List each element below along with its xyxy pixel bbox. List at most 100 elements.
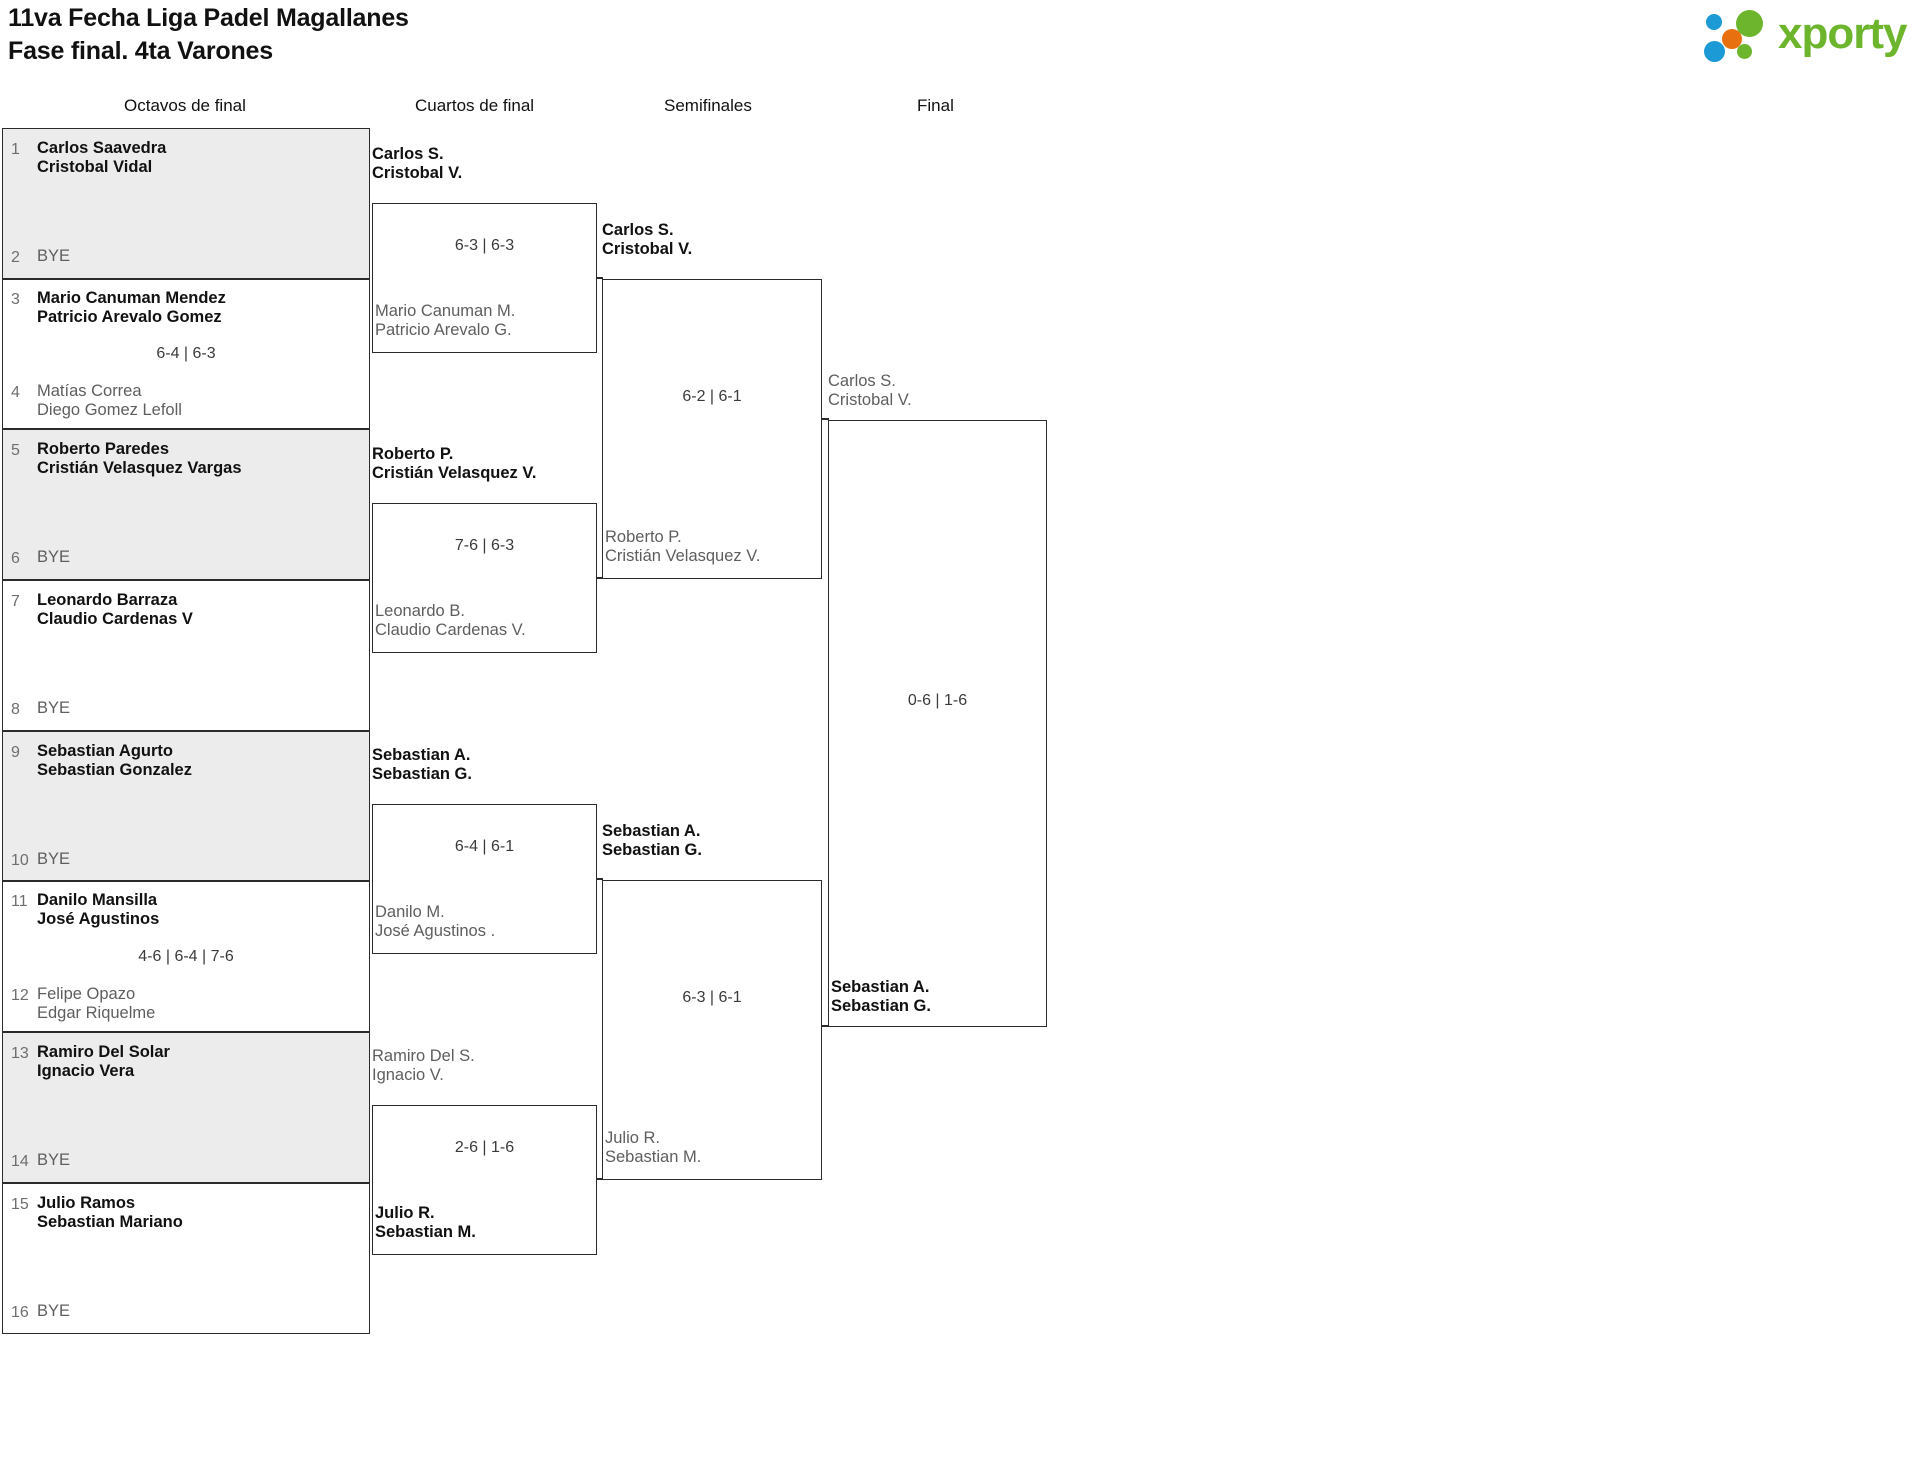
qf-3-advancing-team: Sebastian A. Sebastian G. <box>372 746 472 784</box>
tournament-title-block: 11va Fecha Liga Padel Magallanes Fase fi… <box>8 2 409 68</box>
seed-number: 11 <box>11 893 28 910</box>
seed-number: 15 <box>11 1196 29 1213</box>
team-names: BYE <box>37 699 369 718</box>
team-player-1: Carlos Saavedra <box>37 139 167 157</box>
team-names: BYE <box>37 548 369 567</box>
match-slot-bottom[interactable]: 10 BYE <box>3 850 369 870</box>
connector-qf2-sf1 <box>597 577 603 579</box>
sf-1-eliminated-team: Roberto P. Cristián Velasquez V. <box>603 528 760 566</box>
match-qf-1[interactable]: 6-3 | 6-3 Mario Canuman M. Patricio Arev… <box>372 203 597 353</box>
match-score: 4-6 | 6-4 | 7-6 <box>138 948 234 965</box>
team-player-2: Sebastian G. <box>602 841 702 859</box>
team-player-1: Julio R. <box>605 1129 661 1147</box>
page-header: 11va Fecha Liga Padel Magallanes Fase fi… <box>0 0 1920 90</box>
match-score: 6-4 | 6-3 <box>156 345 216 362</box>
match-r16-7[interactable]: 13 Ramiro Del Solar Ignacio Vera 14 BYE <box>2 1032 370 1183</box>
team-player-1: BYE <box>37 548 71 566</box>
team-player-2: Cristián Velasquez V. <box>605 547 761 565</box>
team-player-2: Cristobal V. <box>372 164 463 182</box>
team-player-2: José Agustinos <box>37 910 160 928</box>
team-player-1: Roberto Paredes <box>37 440 170 458</box>
seed-number: 13 <box>11 1045 29 1062</box>
qf-2-advancing-team: Roberto P. Cristián Velasquez V. <box>372 445 536 483</box>
team-player-1: Carlos S. <box>372 145 444 163</box>
sf-2-advancing-team: Sebastian A. Sebastian G. <box>602 822 702 860</box>
connector-qf1-sf1 <box>597 277 603 279</box>
match-qf-2[interactable]: 7-6 | 6-3 Leonardo B. Claudio Cardenas V… <box>372 503 597 653</box>
seed-number: 6 <box>11 550 20 567</box>
seed-number: 12 <box>11 987 29 1004</box>
match-qf-3[interactable]: 6-4 | 6-1 Danilo M. José Agustinos . <box>372 804 597 954</box>
match-slot-bottom[interactable]: 4 Matías Correa Diego Gomez Lefoll <box>3 382 369 420</box>
team-player-1: Carlos S. <box>828 372 896 390</box>
team-player-1: Sebastian A. <box>831 978 930 996</box>
seed-number: 2 <box>11 249 20 266</box>
match-slot-top[interactable]: 13 Ramiro Del Solar Ignacio Vera <box>3 1043 369 1081</box>
team-player-2: Cristián Velasquez V. <box>372 464 537 482</box>
qf-1-eliminated-team: Mario Canuman M. Patricio Arevalo G. <box>373 302 515 340</box>
logo-wordmark: xporty <box>1778 9 1907 58</box>
match-score: 6-2 | 6-1 <box>682 388 742 405</box>
seed-number: 8 <box>11 701 20 718</box>
connector-qf4-sf2 <box>597 1178 603 1180</box>
team-player-1: Carlos S. <box>602 221 674 239</box>
team-player-2: Patricio Arevalo G. <box>375 321 512 339</box>
xporty-logo[interactable]: xporty <box>1704 8 1912 64</box>
team-player-1: BYE <box>37 247 71 265</box>
match-slot-top[interactable]: 7 Leonardo Barraza Claudio Cardenas V <box>3 591 369 629</box>
team-player-1: Roberto P. <box>372 445 454 463</box>
match-slot-top[interactable]: 9 Sebastian Agurto Sebastian Gonzalez <box>3 742 369 780</box>
match-final[interactable]: 0-6 | 1-6 Sebastian A. Sebastian G. <box>828 420 1047 1027</box>
round-headers-row: Octavos de final Cuartos de final Semifi… <box>0 96 1920 124</box>
qf-3-eliminated-team: Danilo M. José Agustinos . <box>373 903 495 941</box>
match-slot-bottom[interactable]: 6 BYE <box>3 548 369 568</box>
match-score: 0-6 | 1-6 <box>907 692 968 709</box>
match-r16-2[interactable]: 3 Mario Canuman Mendez Patricio Arevalo … <box>2 279 370 429</box>
match-slot-bottom[interactable]: 8 BYE <box>3 699 369 719</box>
team-names: Carlos Saavedra Cristobal Vidal <box>37 139 369 177</box>
team-player-1: Ramiro Del S. <box>372 1047 475 1065</box>
match-slot-top[interactable]: 1 Carlos Saavedra Cristobal Vidal <box>3 139 369 177</box>
team-player-2: Sebastian G. <box>372 765 472 783</box>
match-sf-2[interactable]: 6-3 | 6-1 Julio R. Sebastian M. <box>602 880 822 1180</box>
team-player-1: Sebastian A. <box>602 822 701 840</box>
match-slot-bottom[interactable]: 2 BYE <box>3 247 369 267</box>
team-player-1: Mario Canuman M. <box>375 302 516 320</box>
team-player-1: BYE <box>37 1302 71 1320</box>
match-slot-bottom[interactable]: 12 Felipe Opazo Edgar Riquelme <box>3 985 369 1023</box>
round-header-final: Final <box>917 96 954 115</box>
match-r16-4[interactable]: 7 Leonardo Barraza Claudio Cardenas V 8 … <box>2 580 370 731</box>
connector-qf3-sf2 <box>597 878 603 880</box>
match-sf-1[interactable]: 6-2 | 6-1 Roberto P. Cristián Velasquez … <box>602 279 822 579</box>
team-names: BYE <box>37 1151 369 1170</box>
match-r16-3[interactable]: 5 Roberto Paredes Cristián Velasquez Var… <box>2 429 370 580</box>
match-slot-top[interactable]: 5 Roberto Paredes Cristián Velasquez Var… <box>3 440 369 478</box>
match-score: 2-6 | 1-6 <box>454 1139 515 1156</box>
match-r16-6[interactable]: 11 Danilo Mansilla José Agustinos 4-6 | … <box>2 881 370 1032</box>
team-names: Felipe Opazo Edgar Riquelme <box>37 985 369 1023</box>
team-player-1: Danilo M. <box>375 903 445 921</box>
team-player-1: Felipe Opazo <box>37 985 136 1003</box>
seed-number: 4 <box>11 384 20 401</box>
team-player-1: BYE <box>37 850 71 868</box>
match-slot-top[interactable]: 3 Mario Canuman Mendez Patricio Arevalo … <box>3 289 369 327</box>
match-r16-8[interactable]: 15 Julio Ramos Sebastian Mariano 16 BYE <box>2 1183 370 1334</box>
page-subtitle: Fase final. 4ta Varones <box>8 37 273 65</box>
round-header-cuartos: Cuartos de final <box>415 96 535 115</box>
match-slot-bottom[interactable]: 14 BYE <box>3 1151 369 1171</box>
team-player-1: Ramiro Del Solar <box>37 1043 170 1061</box>
team-names: Julio Ramos Sebastian Mariano <box>37 1194 369 1232</box>
team-player-1: Danilo Mansilla <box>37 891 158 909</box>
match-slot-top[interactable]: 11 Danilo Mansilla José Agustinos <box>3 891 369 929</box>
match-slot-bottom[interactable]: 16 BYE <box>3 1302 369 1322</box>
match-r16-1[interactable]: 1 Carlos Saavedra Cristobal Vidal 2 BYE <box>2 128 370 279</box>
final-champion-team: Sebastian A. Sebastian G. <box>829 978 931 1016</box>
qf-4-eliminated-team: Ramiro Del S. Ignacio V. <box>372 1047 475 1085</box>
match-r16-5[interactable]: 9 Sebastian Agurto Sebastian Gonzalez 10… <box>2 731 370 881</box>
team-player-2: Patricio Arevalo Gomez <box>37 308 222 326</box>
seed-number: 10 <box>11 852 29 869</box>
team-player-2: Ignacio V. <box>372 1066 444 1084</box>
match-qf-4[interactable]: 2-6 | 1-6 Julio R. Sebastian M. <box>372 1105 597 1255</box>
match-slot-top[interactable]: 15 Julio Ramos Sebastian Mariano <box>3 1194 369 1232</box>
seed-number: 5 <box>11 442 20 459</box>
